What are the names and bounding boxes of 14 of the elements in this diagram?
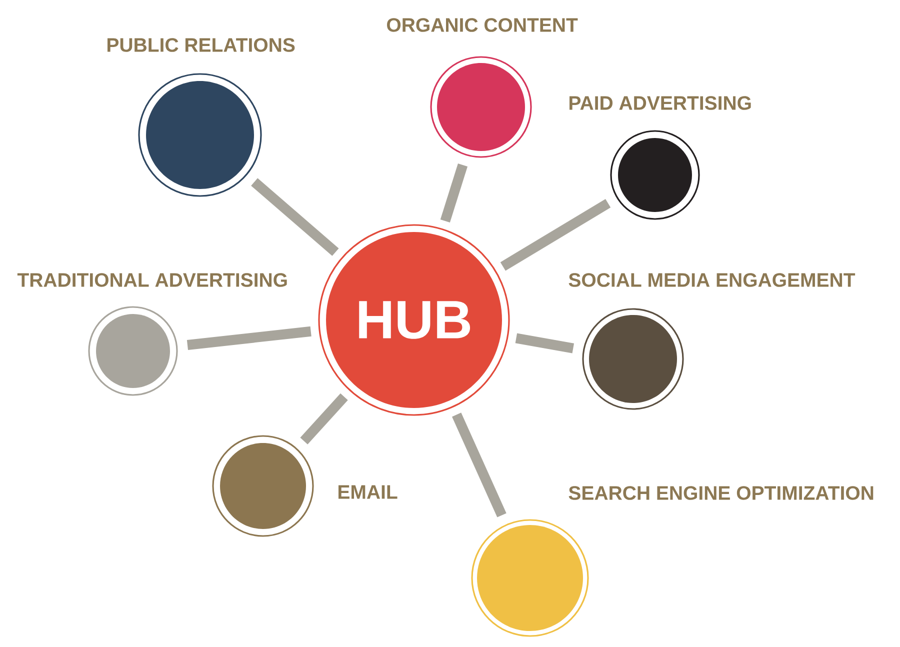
circle-label: TRADITIONAL ADVERTISING <box>17 273 287 287</box>
circle-label: ORGANIC CONTENT <box>387 18 578 32</box>
connector-bar <box>300 393 348 444</box>
circle-label: SEARCH ENGINE OPTIMIZATION <box>568 486 874 500</box>
circle-label: EMAIL <box>338 485 398 499</box>
connector-bar <box>440 163 468 222</box>
connector-bar <box>500 198 611 271</box>
circle-label: SOCIAL MEDIA ENGAGEMENT <box>568 273 856 287</box>
connector-bar <box>251 178 339 256</box>
connector-bar <box>515 333 574 354</box>
circle-label: PAID ADVERTISING <box>570 96 751 110</box>
circle-label: PUBLIC RELATIONS <box>108 38 295 52</box>
connector-bar <box>452 412 506 518</box>
connector-bar <box>186 326 312 350</box>
